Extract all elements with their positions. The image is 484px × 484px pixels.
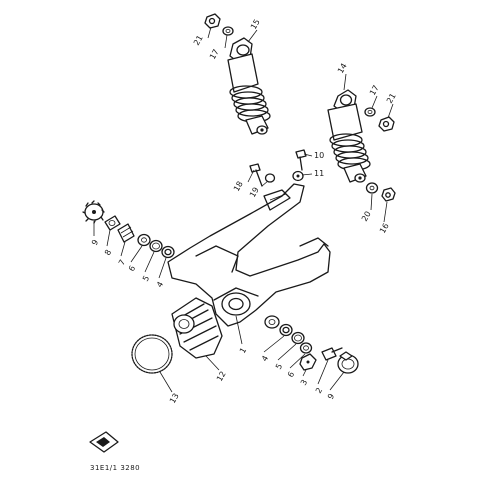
pivot-bolt-upper xyxy=(295,149,307,171)
boot-band xyxy=(131,334,173,374)
pivot-nut-upper xyxy=(292,170,304,182)
shock-lower-washer xyxy=(365,182,379,194)
label-17-right: 17 xyxy=(368,84,381,97)
bearing-left xyxy=(149,239,163,253)
label-5-left: 5 xyxy=(141,274,151,283)
label-13: 13 xyxy=(168,392,181,405)
shock-mount-washer-upper-right xyxy=(364,107,376,117)
label-19: 19 xyxy=(248,186,261,199)
label-8: 8 xyxy=(103,248,113,257)
label-18: 18 xyxy=(232,180,245,193)
shock-lower-washer-left xyxy=(264,173,276,183)
label-7: 7 xyxy=(117,258,127,267)
label-3: 3 xyxy=(299,378,309,387)
label-12: 12 xyxy=(215,370,228,383)
label-17-left: 17 xyxy=(208,48,221,61)
pivot-shaft-right xyxy=(321,347,343,361)
shock-lower-nut xyxy=(381,187,396,202)
label-20: 20 xyxy=(360,210,373,223)
bushing-right xyxy=(279,323,293,337)
label-15: 15 xyxy=(249,18,262,31)
rubber-boot xyxy=(171,297,223,359)
shock-mount-nut-upper-right xyxy=(378,116,395,132)
locknut-right xyxy=(299,353,317,371)
shock-mount-washer-upper-left xyxy=(222,26,234,36)
label-2: 2 xyxy=(314,386,324,395)
label-6-right: 6 xyxy=(286,370,296,379)
label-9-right: 9 xyxy=(326,392,336,401)
swing-arm xyxy=(167,183,331,329)
spacer-left xyxy=(117,223,135,243)
label-1: 1 xyxy=(238,346,248,355)
label-11: 11 xyxy=(314,169,324,178)
label-4-left: 4 xyxy=(155,280,165,289)
label-21-right: 21 xyxy=(385,92,398,105)
rear-shock-absorber-left xyxy=(227,37,271,135)
bushing-left xyxy=(161,245,175,259)
label-14: 14 xyxy=(336,62,349,75)
rear-shock-absorber-right xyxy=(327,89,371,183)
oil-seal-left xyxy=(137,233,151,247)
cap-right xyxy=(337,351,359,374)
label-16: 16 xyxy=(378,222,391,235)
catalog-code: 31E1/1 3280 xyxy=(90,464,140,472)
hub-gear-left xyxy=(82,200,105,224)
shock-lower-bolt xyxy=(249,163,263,187)
callout-labels: 21 17 15 14 17 21 10 11 18 19 20 16 9 8 … xyxy=(90,18,398,405)
label-6-left: 6 xyxy=(127,264,137,273)
oil-seal-right xyxy=(299,342,313,354)
catalog-logo xyxy=(89,431,119,453)
label-5-right: 5 xyxy=(274,362,284,371)
label-10: 10 xyxy=(314,151,324,160)
collar-left xyxy=(104,215,121,231)
label-4-right: 4 xyxy=(260,354,270,363)
shock-mount-nut-upper-left xyxy=(204,13,221,29)
leader-lines xyxy=(93,26,394,393)
label-9-left: 9 xyxy=(90,238,100,247)
label-21-left: 21 xyxy=(192,34,205,47)
bearing-right xyxy=(291,331,305,345)
